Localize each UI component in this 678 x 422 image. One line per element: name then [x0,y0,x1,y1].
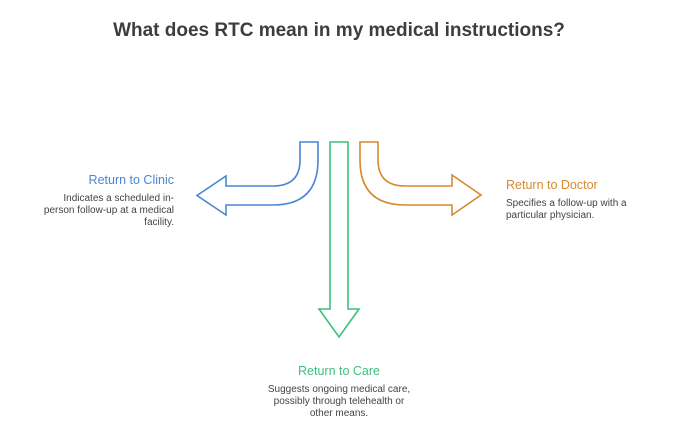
down-arrow-icon [317,141,361,339]
branch-description: Specifies a follow-up with a particular … [506,198,627,221]
branch-label: Return to Doctor [506,178,598,192]
branch-label: Return to Care [298,364,380,378]
branch-label: Return to Clinic [88,173,174,187]
branch-return-to-doctor: Return to Doctor Specifies a follow-up w… [506,178,646,222]
branch-description: Indicates a scheduled in-person follow-u… [43,193,174,228]
right-arrow-icon [359,141,483,217]
branch-return-to-care: Return to Care Suggests ongoing medical … [264,364,414,420]
diagram-title: What does RTC mean in my medical instruc… [113,20,565,41]
branch-description: Suggests ongoing medical care, possibly … [267,384,411,419]
left-arrow-icon [195,141,319,217]
branch-return-to-clinic: Return to Clinic Indicates a scheduled i… [40,173,174,229]
